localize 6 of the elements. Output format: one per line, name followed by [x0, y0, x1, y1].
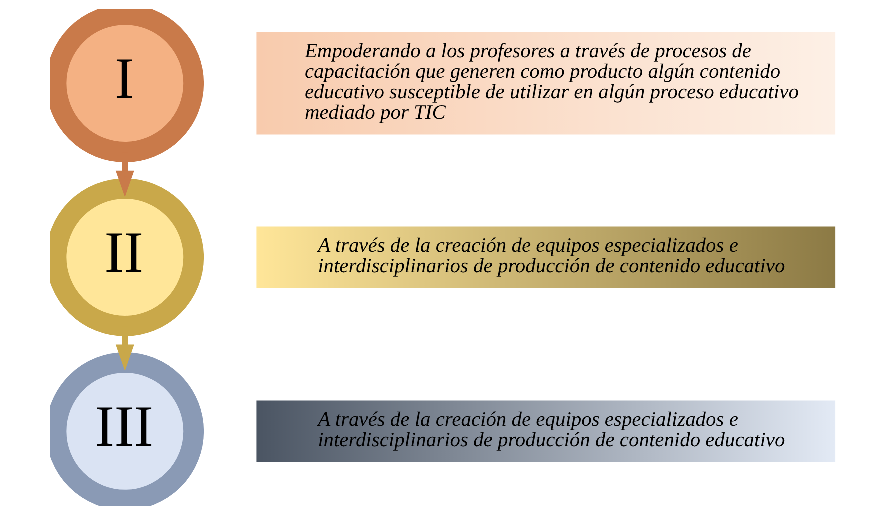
node-circle: III — [50, 352, 204, 506]
node-box: A través de la creación de equipos especializados e interdisciplinarios de producción de contenido educativo — [256, 400, 836, 462]
node-circle: II — [50, 178, 204, 336]
node-box: Empoderando a los profesores a través de procesos de capacitación que generen como producto algún contenido educativo susceptible de utilizar en algún proceso educativo mediado por TIC — [256, 32, 836, 134]
node-circle: I — [50, 8, 204, 162]
node-box: A través de la creación de equipos especializados e interdisciplinarios de producción de contenido educativo — [256, 226, 836, 288]
